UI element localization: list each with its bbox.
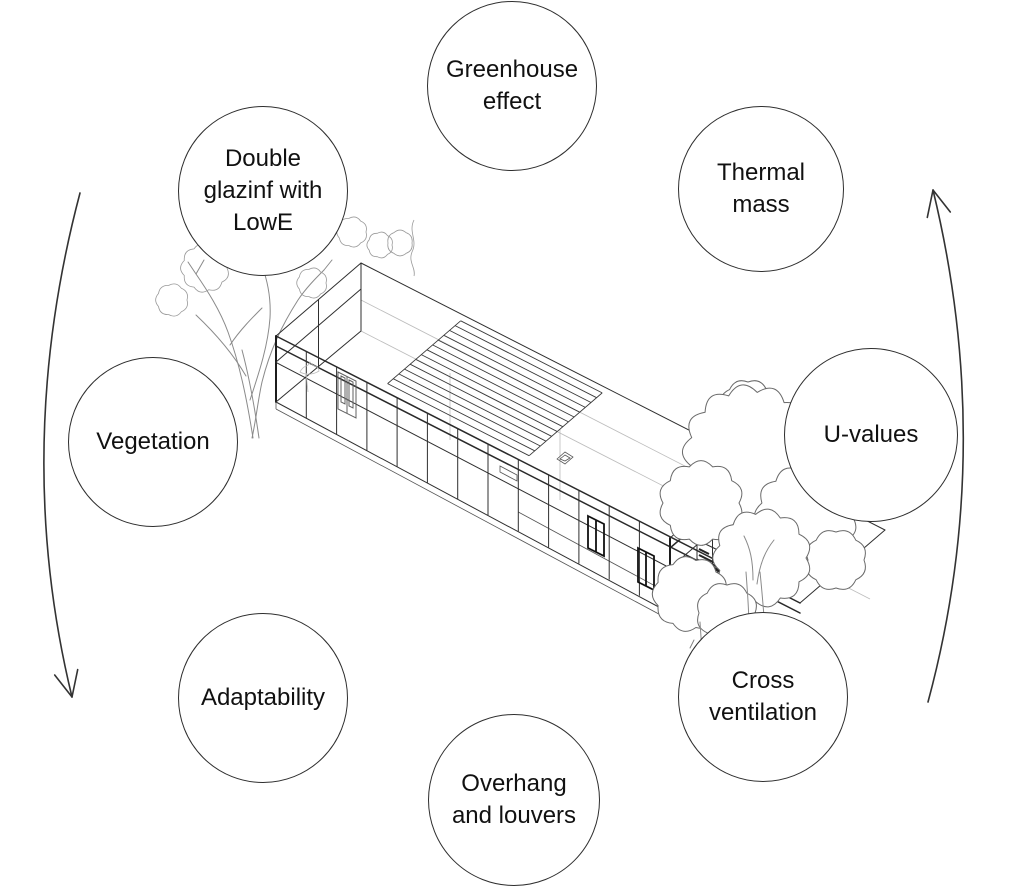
- node-label: Double glazinf with LowE: [203, 145, 323, 236]
- node-label: Cross ventilation: [708, 667, 818, 726]
- node-adaptability: Adaptability: [178, 613, 348, 783]
- node-label: Overhang and louvers: [451, 770, 577, 829]
- right-cycle-arrow: [926, 189, 965, 703]
- node-u-values: U-values: [784, 348, 958, 522]
- tree-sketch-right: [651, 380, 866, 656]
- node-double-glazing-lowe: Double glazinf with LowE: [178, 106, 348, 276]
- node-overhang-louvers: Overhang and louvers: [428, 714, 600, 886]
- node-cross-ventilation: Cross ventilation: [678, 612, 848, 782]
- node-label: Thermal mass: [716, 159, 806, 218]
- node-label: U-values: [823, 421, 919, 449]
- node-greenhouse-effect: Greenhouse effect: [427, 1, 597, 171]
- node-label: Vegetation: [96, 428, 210, 456]
- node-label: Adaptability: [200, 684, 326, 712]
- node-vegetation: Vegetation: [68, 357, 238, 527]
- node-label: Greenhouse effect: [445, 56, 579, 115]
- left-cycle-arrow: [43, 192, 81, 698]
- node-thermal-mass: Thermal mass: [678, 106, 844, 272]
